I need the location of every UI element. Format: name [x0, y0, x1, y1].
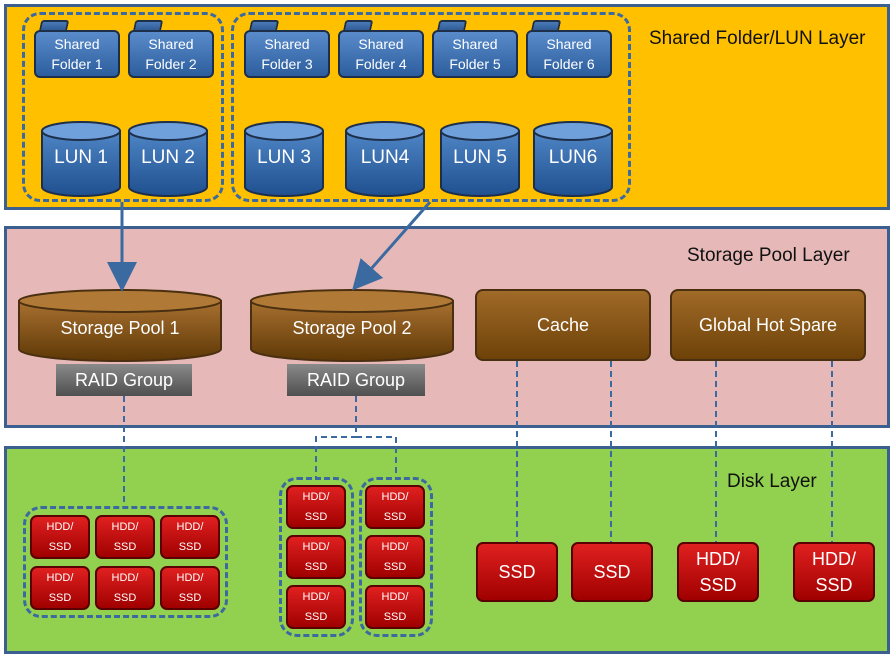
hdd-ssd-disk[interactable]: HDD/SSD: [365, 535, 425, 579]
pool-layer-title: Storage Pool Layer: [687, 245, 850, 266]
lun-label: LUN 1: [54, 147, 108, 168]
raid-group-1-disks: [23, 506, 228, 618]
lun-label: LUN 3: [257, 147, 311, 168]
lun-3[interactable]: LUN 3: [243, 121, 325, 197]
pool-label: Storage Pool 2: [292, 318, 412, 338]
lun-1[interactable]: LUN 1: [40, 121, 122, 197]
hdd-ssd-disk[interactable]: HDD/SSD: [30, 515, 90, 559]
raid-group-1[interactable]: RAID Group: [56, 364, 192, 396]
hdd-ssd-disk[interactable]: HDD/SSD: [95, 515, 155, 559]
disk-layer-title: Disk Layer: [727, 471, 817, 492]
hot-spare-disk-2[interactable]: HDD/SSD: [793, 542, 875, 602]
hdd-ssd-disk[interactable]: HDD/SSD: [286, 535, 346, 579]
folder-label-line2: Folder 2: [145, 56, 197, 72]
storage-pool-1[interactable]: Storage Pool 1: [17, 289, 223, 363]
lun-label: LUN6: [548, 147, 598, 168]
group-pool1-volumes: [22, 12, 224, 202]
shared-layer-title: Shared Folder/LUN Layer: [649, 28, 866, 49]
folder-label-line2: Folder 6: [543, 56, 595, 72]
cache-box[interactable]: Cache: [475, 289, 651, 361]
storage-pool-2[interactable]: Storage Pool 2: [249, 289, 455, 363]
global-hot-spare-box[interactable]: Global Hot Spare: [670, 289, 866, 361]
lun-5[interactable]: LUN 5: [439, 121, 521, 197]
lun-6[interactable]: LUN6: [532, 121, 614, 197]
raid-group-2-disks-a: [279, 477, 354, 637]
folder-label-line1: Shared: [358, 36, 404, 52]
pool-label: Storage Pool 1: [60, 318, 180, 338]
hdd-ssd-disk[interactable]: HDD/SSD: [30, 566, 90, 610]
lun-2[interactable]: LUN 2: [127, 121, 209, 197]
lun-4[interactable]: LUN4: [344, 121, 426, 197]
hdd-ssd-disk[interactable]: HDD/SSD: [160, 515, 220, 559]
hdd-ssd-disk[interactable]: HDD/SSD: [365, 585, 425, 629]
hdd-ssd-disk[interactable]: HDD/SSD: [365, 485, 425, 529]
lun-label: LUN 2: [141, 147, 195, 168]
group-pool2-volumes: [231, 12, 631, 202]
folder-label-line2: Folder 3: [261, 56, 313, 72]
lun-label: LUN 5: [453, 147, 507, 168]
raid-group-2[interactable]: RAID Group: [287, 364, 425, 396]
folder-label-line1: Shared: [264, 36, 310, 52]
folder-label-line2: Folder 1: [51, 56, 103, 72]
folder-label-line1: Shared: [452, 36, 498, 52]
folder-label-line1: Shared: [54, 36, 100, 52]
folder-label-line2: Folder 4: [355, 56, 407, 72]
cache-ssd-2[interactable]: SSD: [571, 542, 653, 602]
folder-label-line1: Shared: [148, 36, 194, 52]
cache-ssd-1[interactable]: SSD: [476, 542, 558, 602]
folder-label-line1: Shared: [546, 36, 592, 52]
hdd-ssd-disk[interactable]: HDD/SSD: [286, 585, 346, 629]
hdd-ssd-disk[interactable]: HDD/SSD: [286, 485, 346, 529]
hot-spare-disk-1[interactable]: HDD/SSD: [677, 542, 759, 602]
raid-group-2-disks-b: [359, 477, 433, 637]
lun-label: LUN4: [360, 147, 410, 168]
hdd-ssd-disk[interactable]: HDD/SSD: [95, 566, 155, 610]
hdd-ssd-disk[interactable]: HDD/SSD: [160, 566, 220, 610]
folder-label-line2: Folder 5: [449, 56, 501, 72]
